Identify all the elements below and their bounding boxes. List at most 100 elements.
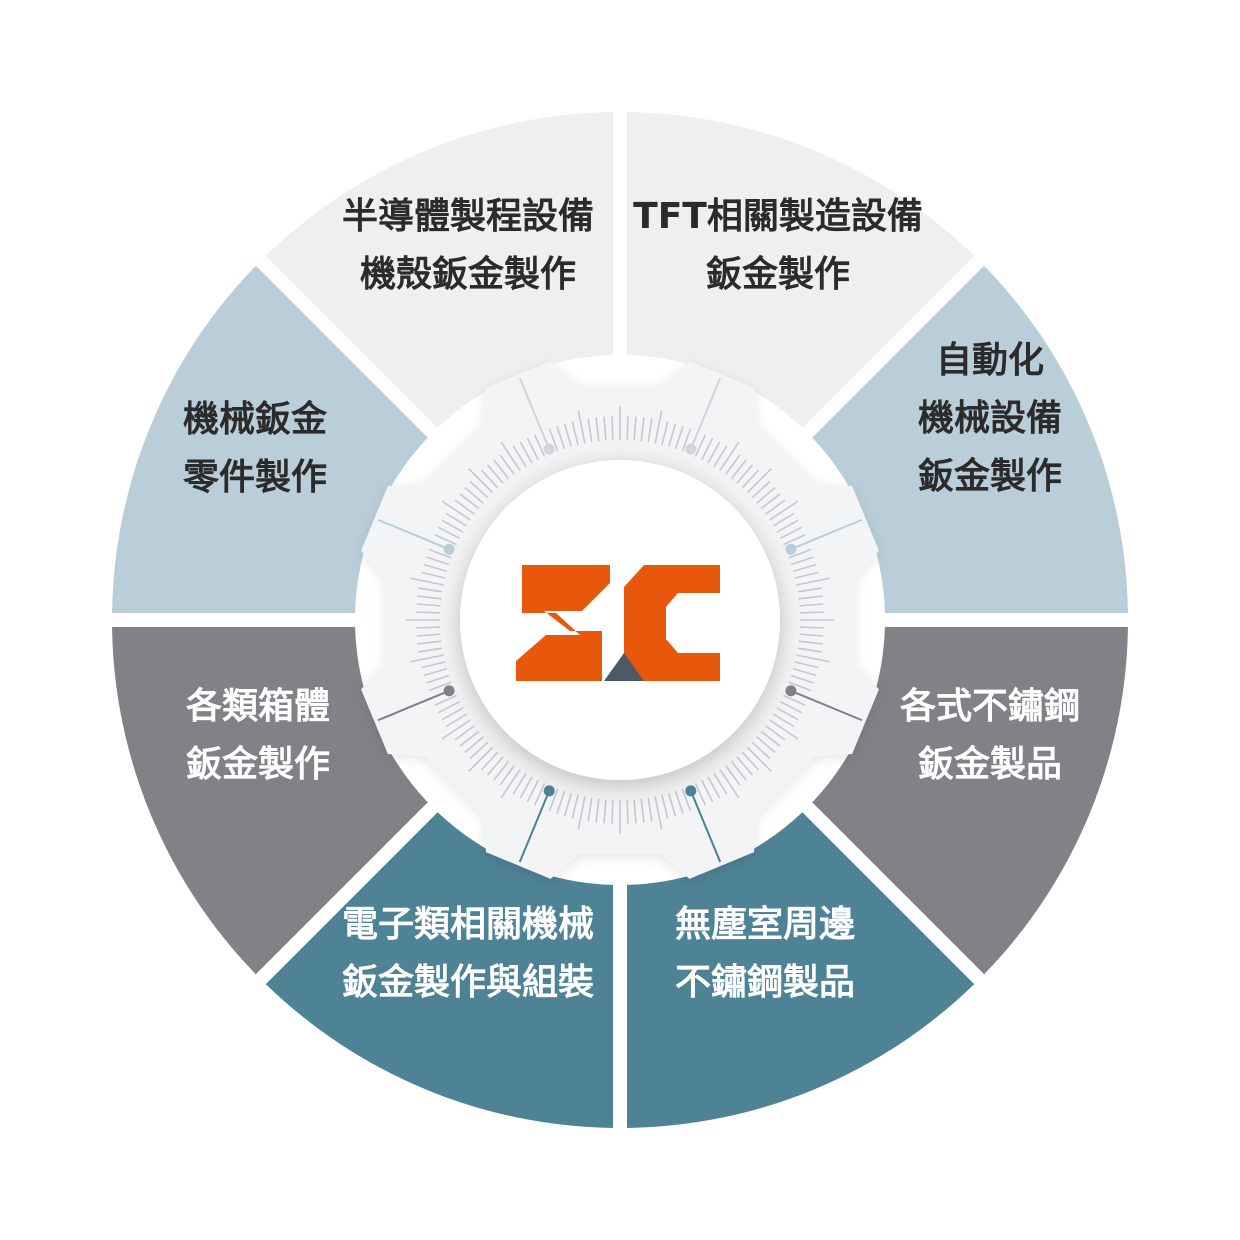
segment-label-cabinet: 各類箱體鈑金製作	[186, 686, 330, 785]
segment-label-line: 不鏽鋼製品	[675, 961, 855, 1003]
tick-mark	[423, 668, 447, 677]
segment-label-line: 機械鈑金	[183, 398, 328, 440]
tick-mark	[741, 469, 760, 489]
segment-label-parts: 機械鈑金零件製作	[183, 398, 328, 498]
segment-label-line: 自動化	[936, 340, 1044, 381]
tick-mark	[797, 647, 822, 653]
tick-mark	[441, 719, 471, 740]
tick-mark	[654, 796, 663, 831]
tick-mark	[668, 423, 677, 447]
tick-mark	[713, 773, 728, 795]
tick-mark	[548, 428, 559, 452]
segment-label-semiconductor: 半導體製程設備機殼鈑金製作	[342, 196, 594, 295]
tick-mark	[577, 409, 586, 444]
tick-mark	[773, 713, 795, 728]
tick-mark	[423, 563, 447, 572]
segment-tft	[626, 112, 975, 428]
tick-mark	[640, 417, 645, 442]
tick-mark	[571, 421, 579, 446]
tick-mark	[707, 776, 721, 799]
tick-mark	[533, 783, 546, 806]
tick-mark	[548, 788, 559, 812]
tick-mark	[417, 640, 442, 645]
wheel-segments: TFT相關製造設備鈑金製作自動化機械設備鈑金製作各式不鏽鋼鈑金製品無塵室周邊不鏽…	[112, 112, 1128, 1128]
tick-mark	[425, 674, 450, 684]
tick-mark	[674, 425, 684, 450]
tick-mark	[533, 434, 546, 457]
tick-mark	[736, 464, 754, 484]
tick-mark	[499, 765, 515, 786]
tick-mark	[512, 445, 527, 467]
tick-mark	[719, 441, 740, 471]
tick-mark	[486, 756, 504, 776]
tick-mark	[633, 416, 637, 441]
segment-stainless	[812, 626, 1128, 975]
tick-mark	[480, 751, 499, 771]
tick-mark	[421, 661, 446, 669]
logo-letter-s	[516, 565, 610, 681]
connector-lines	[377, 377, 863, 863]
tick-mark	[577, 796, 586, 831]
tick-mark	[736, 756, 754, 776]
segment-label-stainless: 各式不鏽鋼鈑金製品	[900, 685, 1080, 785]
segment-label-line: 各式不鏽鋼	[900, 685, 1080, 727]
tick-mark	[640, 798, 645, 823]
tick-mark	[409, 654, 444, 663]
tick-mark	[790, 556, 815, 566]
tick-mark	[519, 441, 533, 464]
segment-label-line: 半導體製程設備	[342, 196, 594, 237]
tick-mark	[416, 611, 441, 614]
tick-mark	[793, 563, 817, 572]
tick-mark	[776, 707, 799, 721]
tick-mark	[437, 701, 460, 714]
tick-mark	[493, 459, 510, 480]
tick-mark	[454, 499, 475, 515]
segment-label-line: 鈑金製作	[918, 455, 1062, 497]
tick-mark	[416, 603, 441, 607]
tick-mark	[798, 640, 823, 645]
tick-mark	[445, 713, 467, 728]
segment-label-line: 零件製作	[183, 457, 327, 498]
tick-mark	[799, 611, 824, 614]
tick-mark	[441, 519, 464, 533]
tick-mark	[595, 417, 600, 442]
tick-mark	[797, 587, 822, 593]
tick-mark	[468, 468, 494, 494]
tick-mark	[626, 416, 629, 441]
tick-mark	[794, 571, 819, 579]
connector-dot-electronics	[543, 785, 555, 797]
connector-automation	[790, 518, 863, 551]
tick-mark	[611, 799, 614, 824]
tick-mark	[694, 783, 707, 806]
tick-mark	[765, 499, 786, 515]
connector-dot-parts	[443, 543, 455, 555]
tick-mark	[468, 746, 494, 772]
tick-mark	[464, 736, 484, 754]
tick-mark	[674, 790, 684, 815]
tick-mark	[769, 719, 799, 740]
tick-mark	[773, 512, 795, 527]
tick-mark	[526, 437, 539, 460]
tick-mark	[441, 500, 471, 521]
segment-label-line: TFT相關製造設備	[633, 196, 923, 237]
center-hub	[460, 460, 780, 780]
tick-mark	[798, 595, 823, 600]
segment-label-electronics: 電子類相關機械鈑金製作與組裝	[342, 904, 594, 1003]
tick-mark	[799, 633, 824, 637]
connector-parts	[377, 518, 450, 551]
tick-mark	[480, 469, 499, 489]
tick-mark	[751, 480, 771, 499]
tick-mark	[661, 421, 669, 446]
tick-mark	[587, 418, 593, 443]
tick-mark	[780, 701, 803, 714]
tick-mark	[760, 493, 781, 510]
tick-mark	[500, 769, 521, 799]
segment-label-automation: 自動化機械設備鈑金製作	[918, 340, 1062, 497]
segment-label-tft: TFT相關製造設備鈑金製作	[633, 196, 923, 295]
tick-mark	[459, 493, 480, 510]
segment-label-line: 無塵室周邊	[675, 904, 855, 945]
segment-electronics	[265, 812, 614, 1128]
tick-mark	[756, 486, 776, 504]
tick-mark	[799, 626, 824, 629]
